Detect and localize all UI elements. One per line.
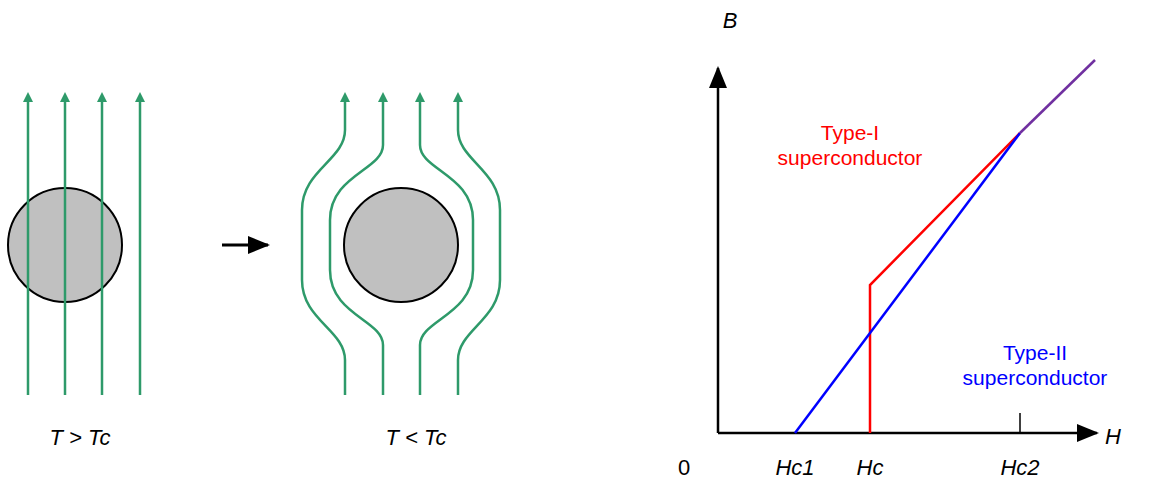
axis-label: H — [1105, 424, 1121, 450]
state-label: T < Tc — [386, 425, 447, 451]
y-axis — [717, 68, 720, 433]
curve-label: Type-II superconductor — [960, 340, 1110, 390]
field-lines-normal — [28, 97, 140, 395]
x-axis — [718, 432, 1097, 435]
curve-label: Type-I superconductor — [775, 120, 925, 170]
state-label: T > Tc — [50, 425, 111, 451]
field-lines-expelled — [302, 97, 500, 395]
sample-superconducting — [344, 188, 458, 302]
tick-label: Hc — [857, 455, 884, 481]
axis-label: B — [723, 8, 738, 34]
tick-label: Hc2 — [1000, 455, 1039, 481]
axis-tick — [1019, 413, 1021, 433]
transition-arrow — [222, 244, 268, 247]
normal-state-line — [1020, 60, 1095, 133]
origin-label: 0 — [678, 455, 690, 481]
tick-label: Hc1 — [775, 455, 814, 481]
